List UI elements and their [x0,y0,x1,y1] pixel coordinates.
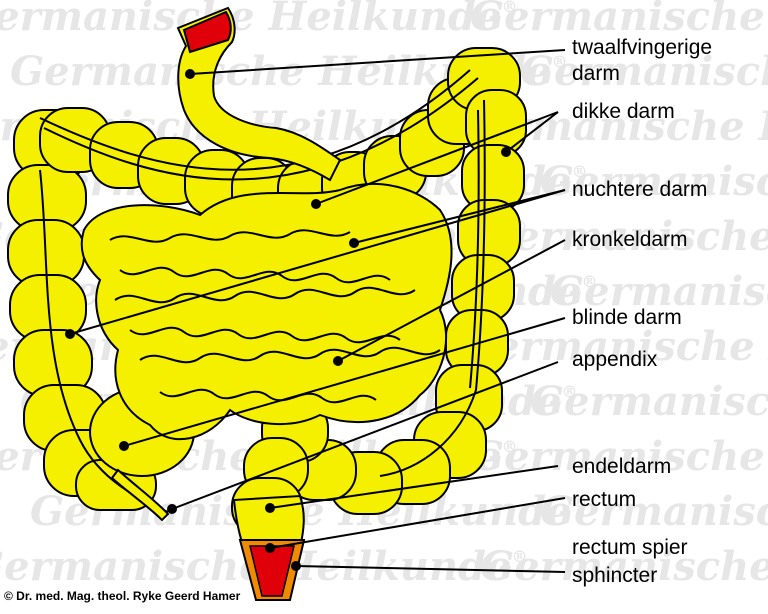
leader-lines [65,49,566,573]
watermark-row-2b: Germanische Heilkunde® [520,48,768,95]
label-duodenum-line2: darm [572,62,620,85]
watermark-row-6b: Germanische Heilkunde® [550,268,768,315]
label-rectum-sphincter-line1: rectum spier [572,536,688,559]
label-appendix: appendix [572,348,658,371]
label-sigmoid: endeldarm [572,455,672,478]
label-colon: dikke darm [572,100,675,123]
watermark-row-11b: Germanische Heilkunde® [480,543,768,590]
watermark-row-4b: Germanische Heilkunde® [540,158,768,205]
duodenum-shape [176,6,342,182]
label-rectum: rectum [572,488,637,511]
label-rectum-sphincter-line2: sphincter [572,564,658,587]
label-jejunum: nuchtere darm [572,178,708,201]
small-intestine [80,182,453,441]
watermark-row-10b: Germanische Heilkunde® [540,488,768,535]
watermark-row-5b: Germanische Heilkunde® [480,213,768,260]
appendix-shape [110,468,170,522]
watermark-row-8b: Germanische Heilkunde® [530,378,768,425]
watermark-row-1: Germanische Heilkunde® [0,0,517,40]
copyright-notice: © Dr. med. Mag. theol. Ryke Geerd Hamer [4,589,241,603]
watermark-row-7b: Germanische Heilkunde® [460,323,768,370]
label-cecum: blinde darm [572,306,682,329]
watermark-row-1b: Germanische Heilkunde® [470,0,768,40]
label-ileum: kronkeldarm [572,228,688,251]
label-duodenum-line1: twaalfvingerige [572,36,713,59]
colon-taenia-line [39,69,486,513]
duodenum-red-end [182,10,232,54]
